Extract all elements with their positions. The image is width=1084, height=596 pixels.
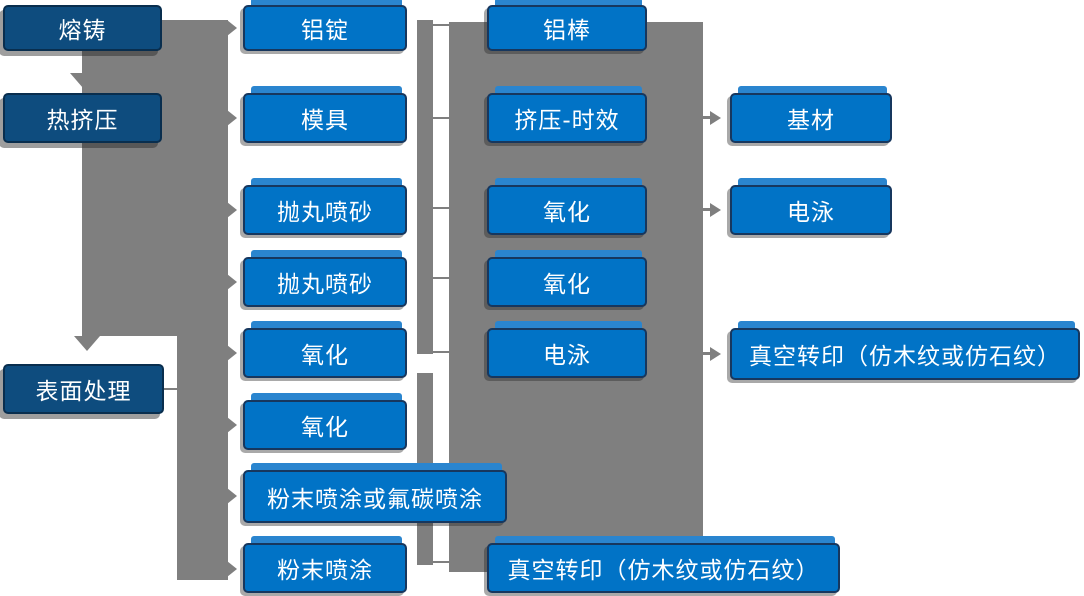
arrowhead-right-icon [710, 347, 721, 361]
node-rongzhu: 熔铸 [3, 5, 162, 51]
arrowhead-right-icon [227, 488, 237, 504]
link-fenmopentu-zhenkong [417, 561, 449, 563]
arrowhead-right-icon [227, 20, 237, 36]
arrow-to-rejiya-icon [70, 73, 96, 88]
node-zhenkong-bottom: 真空转印（仿木纹或仿石纹） [487, 543, 840, 593]
arrow-stem [697, 116, 711, 119]
arrowhead-right-icon [710, 111, 721, 125]
arrow-stem [697, 352, 711, 355]
node-fenmo-futan: 粉末喷涂或氟碳喷涂 [243, 470, 507, 523]
node-zhenkong-right: 真空转印（仿木纹或仿石纹） [730, 328, 1080, 380]
arrowhead-right-icon [227, 561, 237, 577]
node-biaomianchuli: 表面处理 [3, 364, 164, 414]
link-paowan1-yanghua [417, 207, 449, 209]
node-dianyong-1: 电泳 [487, 328, 647, 378]
arrowhead-right-icon [227, 274, 237, 290]
node-dianyong-2: 电泳 [730, 185, 892, 235]
arrow-stem [697, 208, 711, 211]
node-fenmopentu: 粉末喷涂 [243, 543, 407, 593]
arrowhead-right-icon [710, 203, 721, 217]
node-lvding: 铝锭 [243, 5, 407, 51]
arrowhead-right-icon [227, 110, 237, 126]
node-yanghua-2: 氧化 [243, 400, 407, 450]
node-yanghua-4: 氧化 [487, 257, 647, 307]
node-lvbang: 铝棒 [487, 5, 647, 51]
node-jiya-shixiao: 挤压-时效 [487, 93, 647, 143]
connector-left-lower-bar [177, 336, 228, 580]
link-paowan2-yanghua [417, 277, 449, 279]
arrowhead-right-icon [227, 417, 237, 433]
arrowhead-right-icon [227, 202, 237, 218]
node-yanghua-3: 氧化 [487, 185, 647, 235]
node-jicai: 基材 [730, 93, 892, 143]
link-muju-jiya [417, 117, 449, 119]
node-paowanpensha-1: 抛丸喷砂 [243, 185, 407, 235]
link-lvding-lvbang [417, 24, 449, 26]
node-rejiya: 热挤压 [3, 93, 162, 143]
link-yanghua1-dianyong [417, 351, 449, 353]
connector-mid-bar-upper [417, 20, 433, 354]
arrow-to-biaomianchuli-icon [74, 336, 100, 351]
link-biaomianchuli-bar [164, 388, 177, 390]
node-muju: 模具 [243, 93, 407, 143]
arrowhead-right-icon [227, 345, 237, 361]
node-paowanpensha-2: 抛丸喷砂 [243, 257, 407, 307]
node-yanghua-1: 氧化 [243, 328, 407, 378]
connector-left-big-block [82, 20, 228, 336]
